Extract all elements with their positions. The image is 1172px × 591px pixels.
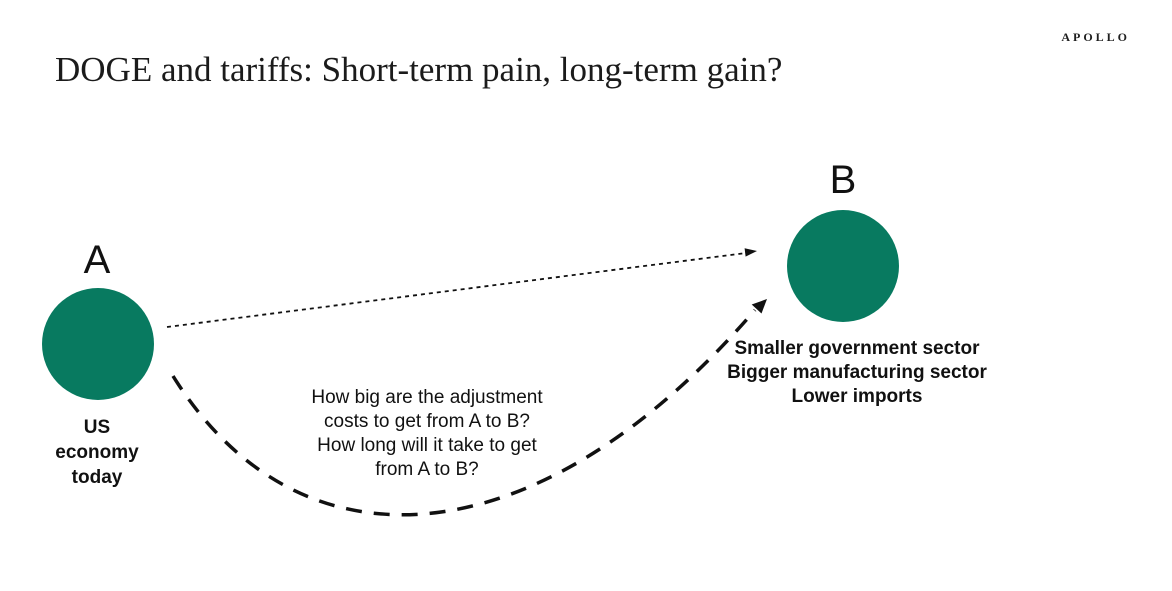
- node-a-caption: US economy today: [17, 415, 177, 490]
- node-b-caption-line: Bigger manufacturing sector: [727, 362, 987, 383]
- question-line: from A to B?: [375, 459, 479, 480]
- question-line: costs to get from A to B?: [324, 411, 530, 432]
- node-b-caption: Smaller government sector Bigger manufac…: [712, 337, 1002, 409]
- node-b-caption-line: Lower imports: [791, 386, 923, 407]
- page-title: DOGE and tariffs: Short-term pain, long-…: [55, 50, 783, 89]
- question-line: How big are the adjustment: [311, 387, 543, 408]
- question-line: How long will it take to get: [317, 435, 537, 456]
- node-b-circle: [787, 210, 899, 322]
- direct-path-arrowhead: [744, 248, 757, 257]
- apollo-logo: APOLLO: [1061, 30, 1130, 44]
- node-a-circle: [42, 288, 154, 400]
- node-a-caption-line: economy: [55, 442, 139, 463]
- adjustment-path-curve: [171, 308, 757, 517]
- node-b-label: B: [829, 158, 857, 202]
- node-a-caption-line: US: [83, 417, 111, 438]
- node-b-caption-line: Smaller government sector: [734, 338, 980, 359]
- direct-path-line: [166, 252, 747, 328]
- adjustment-path-arrowhead: [751, 299, 767, 314]
- adjustment-question-text: How big are the adjustment costs to get …: [277, 386, 577, 482]
- node-a-label: A: [83, 238, 111, 282]
- node-a-caption-line: today: [71, 467, 123, 488]
